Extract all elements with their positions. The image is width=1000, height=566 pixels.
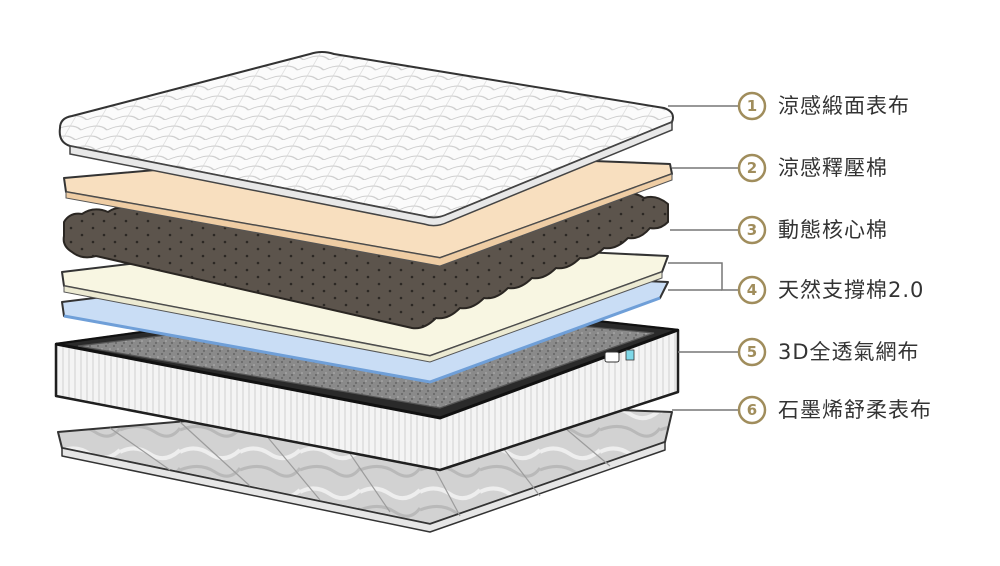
number-circle: [737, 395, 767, 425]
number-circle: [737, 91, 767, 121]
leader-lines: [668, 105, 738, 411]
number-circle: [737, 275, 767, 305]
label-2: 2 涼感釋壓棉: [737, 153, 888, 183]
number-circle: [737, 215, 767, 245]
label-number: 6: [747, 401, 757, 419]
label-number: 1: [747, 97, 757, 115]
label-4: 4 天然支撐棉2.0: [737, 275, 924, 305]
label-3: 3 動態核心棉: [737, 215, 888, 245]
quilted-cover-layer: [58, 51, 674, 227]
mesh-tag-icon: [604, 351, 620, 363]
number-circle: [737, 153, 767, 183]
label-6: 6 石墨烯舒柔表布: [737, 395, 932, 425]
label-number: 3: [747, 221, 757, 239]
label-text: 天然支撐棉2.0: [778, 278, 924, 302]
label-text: 涼感緞面表布: [778, 94, 910, 118]
label-text: 石墨烯舒柔表布: [778, 398, 932, 422]
label-5: 5 3D全透氣網布: [737, 337, 920, 367]
label-text: 3D全透氣網布: [778, 340, 920, 364]
label-number: 4: [747, 281, 757, 299]
label-1: 1 涼感緞面表布: [737, 91, 910, 121]
label-number: 2: [747, 159, 757, 177]
number-circle: [737, 337, 767, 367]
label-number: 5: [747, 343, 757, 361]
label-text: 動態核心棉: [778, 218, 888, 242]
label-text: 涼感釋壓棉: [778, 156, 888, 180]
